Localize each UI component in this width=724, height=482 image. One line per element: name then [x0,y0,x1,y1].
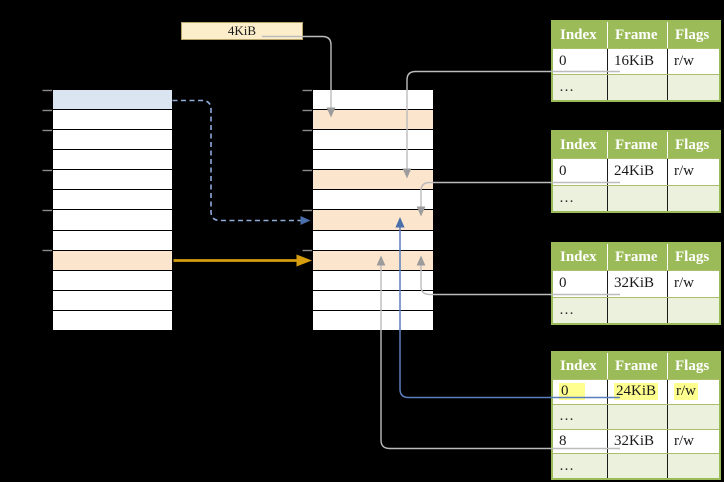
table-cell: r/w [674,163,694,180]
header-cell: Index [553,244,608,270]
table-row: 0 24KiB r/w [553,379,719,404]
left-table-row-4 [53,170,172,191]
header-cell: Index [553,353,608,379]
table-cell: … [553,404,608,429]
left-table-row-8 [53,250,172,271]
table-cell: … [553,454,608,478]
table-cell: 24KiB [608,380,668,404]
table-cell: 0 [553,159,608,185]
table-cell [608,185,668,211]
middle-table-row-6 [313,210,433,231]
middle-table-row-1 [313,110,433,131]
table-cell: r/w [674,53,694,69]
table-cell: 0 [553,380,608,404]
header-cell: Flags [675,357,710,374]
table-cell [608,454,668,478]
table-cell: r/w [674,275,694,292]
middle-table-row-9 [313,270,433,291]
table-cell: 16KiB [608,49,668,74]
table-cell [668,185,719,211]
arrowhead-right-orange [296,254,312,267]
table-cell [668,75,719,100]
middle-table-row-7 [313,230,433,251]
middle-table-row-10 [313,290,433,311]
left-table-row-6 [53,210,172,231]
table-cell [608,75,668,100]
header-cell: Frame [608,353,668,379]
table-cell [608,297,668,323]
header-cell: Flags [675,248,710,265]
left-table-row-10 [53,290,172,311]
highlighted-value: r/w [674,383,698,401]
table-cell: 8 [553,429,608,454]
middle-table-row-4 [313,170,433,191]
header-cell: Index [553,132,608,158]
header-cell: Index [553,22,608,48]
table-cell [668,454,719,478]
table-cell: 32KiB [608,271,668,297]
table-row: … [553,403,719,429]
table-cell: 32KiB [608,429,668,454]
left-table-row-7 [53,230,172,251]
table-cell [668,404,719,429]
highlighted-value: 24KiB [614,383,659,401]
table-cell: r/w [668,380,719,404]
connector-dashed-left-to-middle [172,99,301,222]
table-cell [608,404,668,429]
arrowhead-right-dashed [300,216,311,225]
middle-table-row-5 [313,190,433,211]
table-cell: 0 [553,271,608,297]
left-table-row-5 [53,190,172,211]
table-row: … [553,74,719,100]
table-cell: … [553,297,608,323]
table-cell: … [553,185,608,211]
highlighted-value: 0 [559,383,585,401]
middle-table-row-2 [313,130,433,151]
level2-table [312,89,434,331]
table-cell: 0 [553,49,608,74]
table-cell: … [553,75,608,100]
table-row: … [553,453,719,478]
header-cell: Frame [608,244,668,270]
virtual-address-table [52,89,173,331]
header-cell: Frame [608,132,668,158]
table-row: … [553,184,719,211]
middle-table-row-3 [313,150,433,171]
middle-table-row-11 [313,310,433,330]
left-table-row-0 [53,90,172,111]
left-table-row-2 [53,130,172,151]
page-size-label: 4KiB [181,22,303,40]
table-row: … [553,296,719,323]
left-table-row-9 [53,270,172,291]
table-cell [668,297,719,323]
left-table-row-3 [53,150,172,171]
left-table-row-11 [53,310,172,330]
table-cell: 24KiB [608,159,668,185]
middle-table-row-8 [313,250,433,271]
header-cell: Flags [675,136,710,153]
table-cell: r/w [674,432,694,449]
header-cell: Flags [675,26,710,43]
middle-table-row-0 [313,90,433,111]
left-table-row-1 [53,110,172,131]
header-cell: Frame [608,22,668,48]
